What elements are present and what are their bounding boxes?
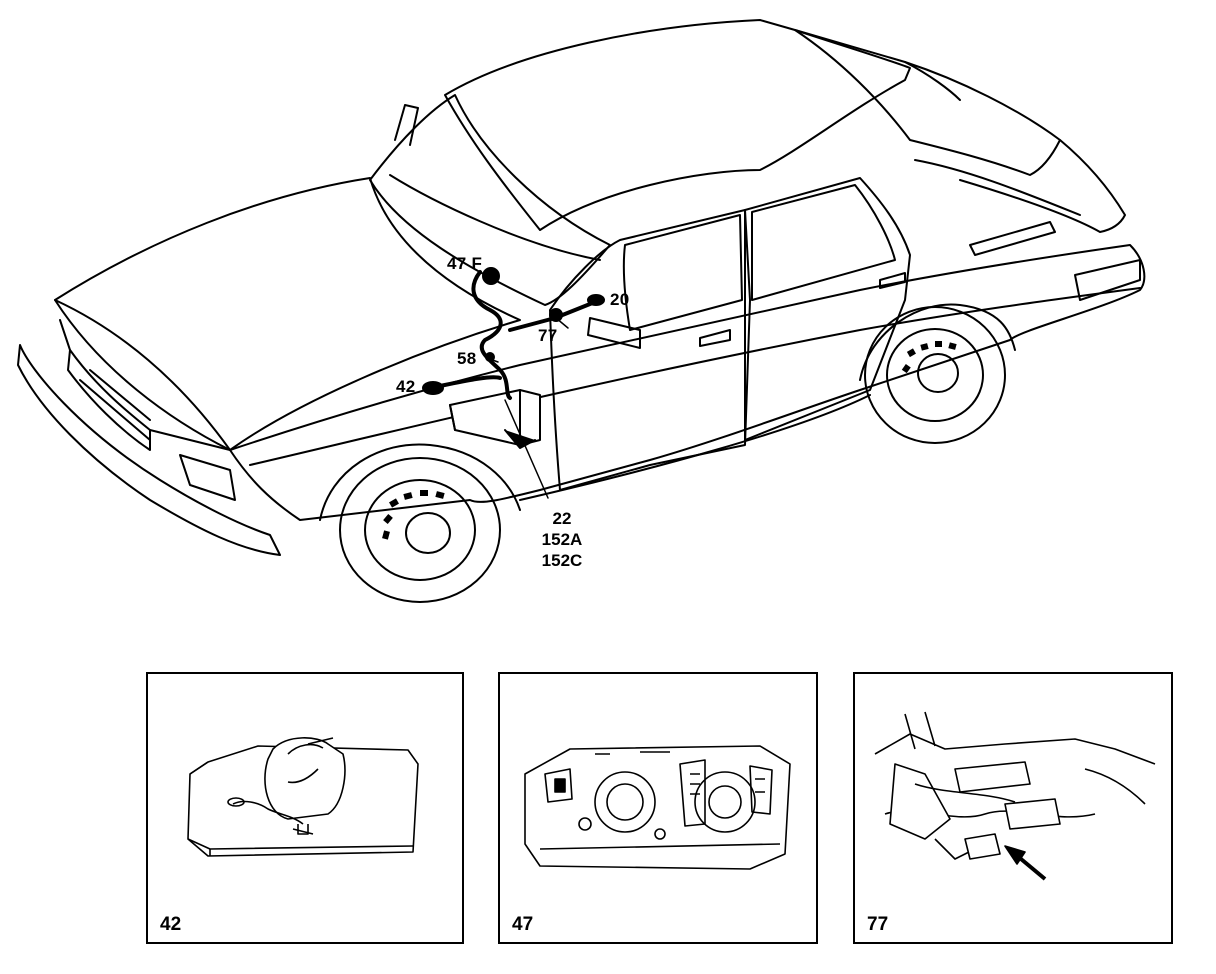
callout-47F: 47 F	[447, 254, 483, 273]
rear-door	[744, 177, 911, 441]
rear-door-handle	[879, 272, 906, 289]
front-wheel-arch	[319, 443, 521, 521]
windshield	[369, 94, 611, 306]
side-mirror	[587, 317, 641, 349]
callout-20: 20	[610, 290, 630, 309]
trunk-lid	[959, 139, 1126, 233]
component-box	[449, 389, 541, 446]
front-bumper	[17, 344, 281, 556]
callout-58: 58	[457, 349, 477, 368]
rear-wheel-arch	[859, 303, 1016, 381]
instrument-cluster-illustration	[524, 745, 791, 870]
wiring-harness	[428, 270, 597, 400]
front-door	[549, 209, 751, 491]
callout-42: 42	[396, 377, 416, 396]
connector-42	[422, 381, 444, 395]
front-side-window	[622, 214, 743, 331]
rear-wheel-vents	[901, 341, 957, 374]
connector-location-illustration	[874, 711, 1156, 881]
front-wheel	[339, 457, 501, 603]
connector-47F	[482, 267, 500, 285]
detail-panel-77: 77	[853, 672, 1173, 944]
hood	[54, 177, 521, 451]
rear-window	[794, 29, 1061, 176]
front-door-handle	[699, 329, 731, 347]
connector-77	[549, 308, 563, 322]
panel-label-42: 42	[160, 914, 182, 935]
panel-label-77: 77	[867, 914, 889, 935]
rear-side-window	[751, 184, 896, 301]
grille	[67, 349, 151, 451]
callout-22: 22	[552, 509, 572, 528]
connectors	[422, 267, 605, 395]
callout-77: 77	[538, 326, 558, 345]
detail-panel-42: 42	[146, 672, 464, 944]
front-wheel-vents	[382, 490, 445, 540]
headlight	[179, 454, 236, 501]
car-roof	[444, 19, 911, 231]
callout-stack: 22 152A 152C	[532, 508, 592, 571]
connector-20	[587, 294, 605, 306]
rear-wheel	[864, 306, 1006, 444]
callout-152A: 152A	[541, 530, 583, 549]
connector-58	[485, 352, 495, 362]
detail-panel-47: 47	[498, 672, 818, 944]
relay-box-illustration	[187, 737, 419, 857]
car-side-body	[229, 244, 1146, 521]
panel-label-47: 47	[512, 914, 534, 935]
callout-152C: 152C	[541, 551, 583, 570]
antenna	[394, 104, 419, 146]
